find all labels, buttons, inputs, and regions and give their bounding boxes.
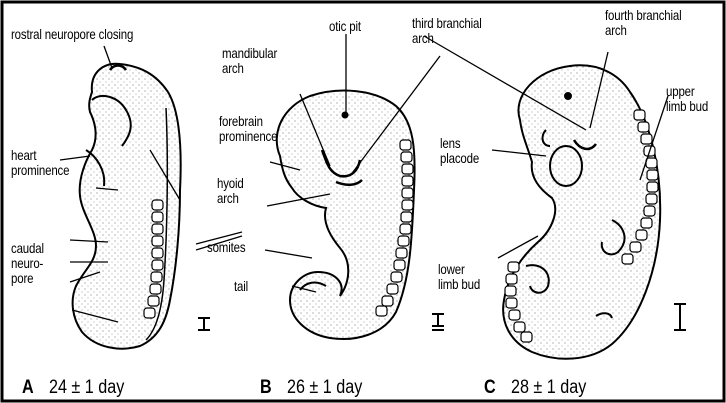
caption-c: C 28 ± 1 day — [484, 377, 586, 399]
embryo-b — [277, 91, 415, 339]
label-third-branchial-arch: third branchial arch — [412, 16, 482, 46]
label-somites: somites — [207, 240, 245, 255]
label-hyoid-arch: hyoid arch — [217, 176, 244, 206]
embryo-c-body — [503, 65, 660, 358]
scale-bar-a — [198, 318, 210, 330]
caption-c-letter: C — [484, 377, 496, 398]
label-rostral-neuropore-closing: rostral neuropore closing — [11, 27, 133, 42]
label-mandibular-arch: mandibular arch — [222, 46, 277, 76]
caption-b-letter: B — [260, 377, 272, 398]
embryo-c — [503, 65, 660, 358]
embryo-a-body — [73, 64, 181, 349]
scale-bar-c — [674, 304, 686, 330]
embryo-a — [73, 64, 181, 349]
embryo-b-body — [277, 91, 415, 339]
label-otic-pit: otic pit — [329, 19, 361, 34]
label-heart-prominence: heart prominence — [11, 148, 69, 178]
caption-c-age: 28 ± 1 day — [511, 377, 586, 398]
label-tail: tail — [234, 279, 248, 294]
caption-b: B 26 ± 1 day — [260, 377, 362, 399]
caption-b-age: 26 ± 1 day — [287, 377, 362, 398]
label-caudal-neuropore: caudal neuro- pore — [11, 241, 44, 286]
caption-a-age: 24 ± 1 day — [49, 377, 124, 398]
label-lens-placode: lens placode — [440, 136, 479, 166]
label-upper-limb-bud: upper limb bud — [666, 84, 708, 114]
label-lower-limb-bud: lower limb bud — [438, 262, 480, 292]
scale-bar-b — [432, 314, 444, 330]
caption-a-letter: A — [22, 377, 34, 398]
label-forebrain-prominence: forebrain prominence — [219, 114, 277, 144]
caption-a: A 24 ± 1 day — [22, 377, 124, 399]
label-fourth-branchial-arch: fourth branchial arch — [605, 8, 682, 38]
